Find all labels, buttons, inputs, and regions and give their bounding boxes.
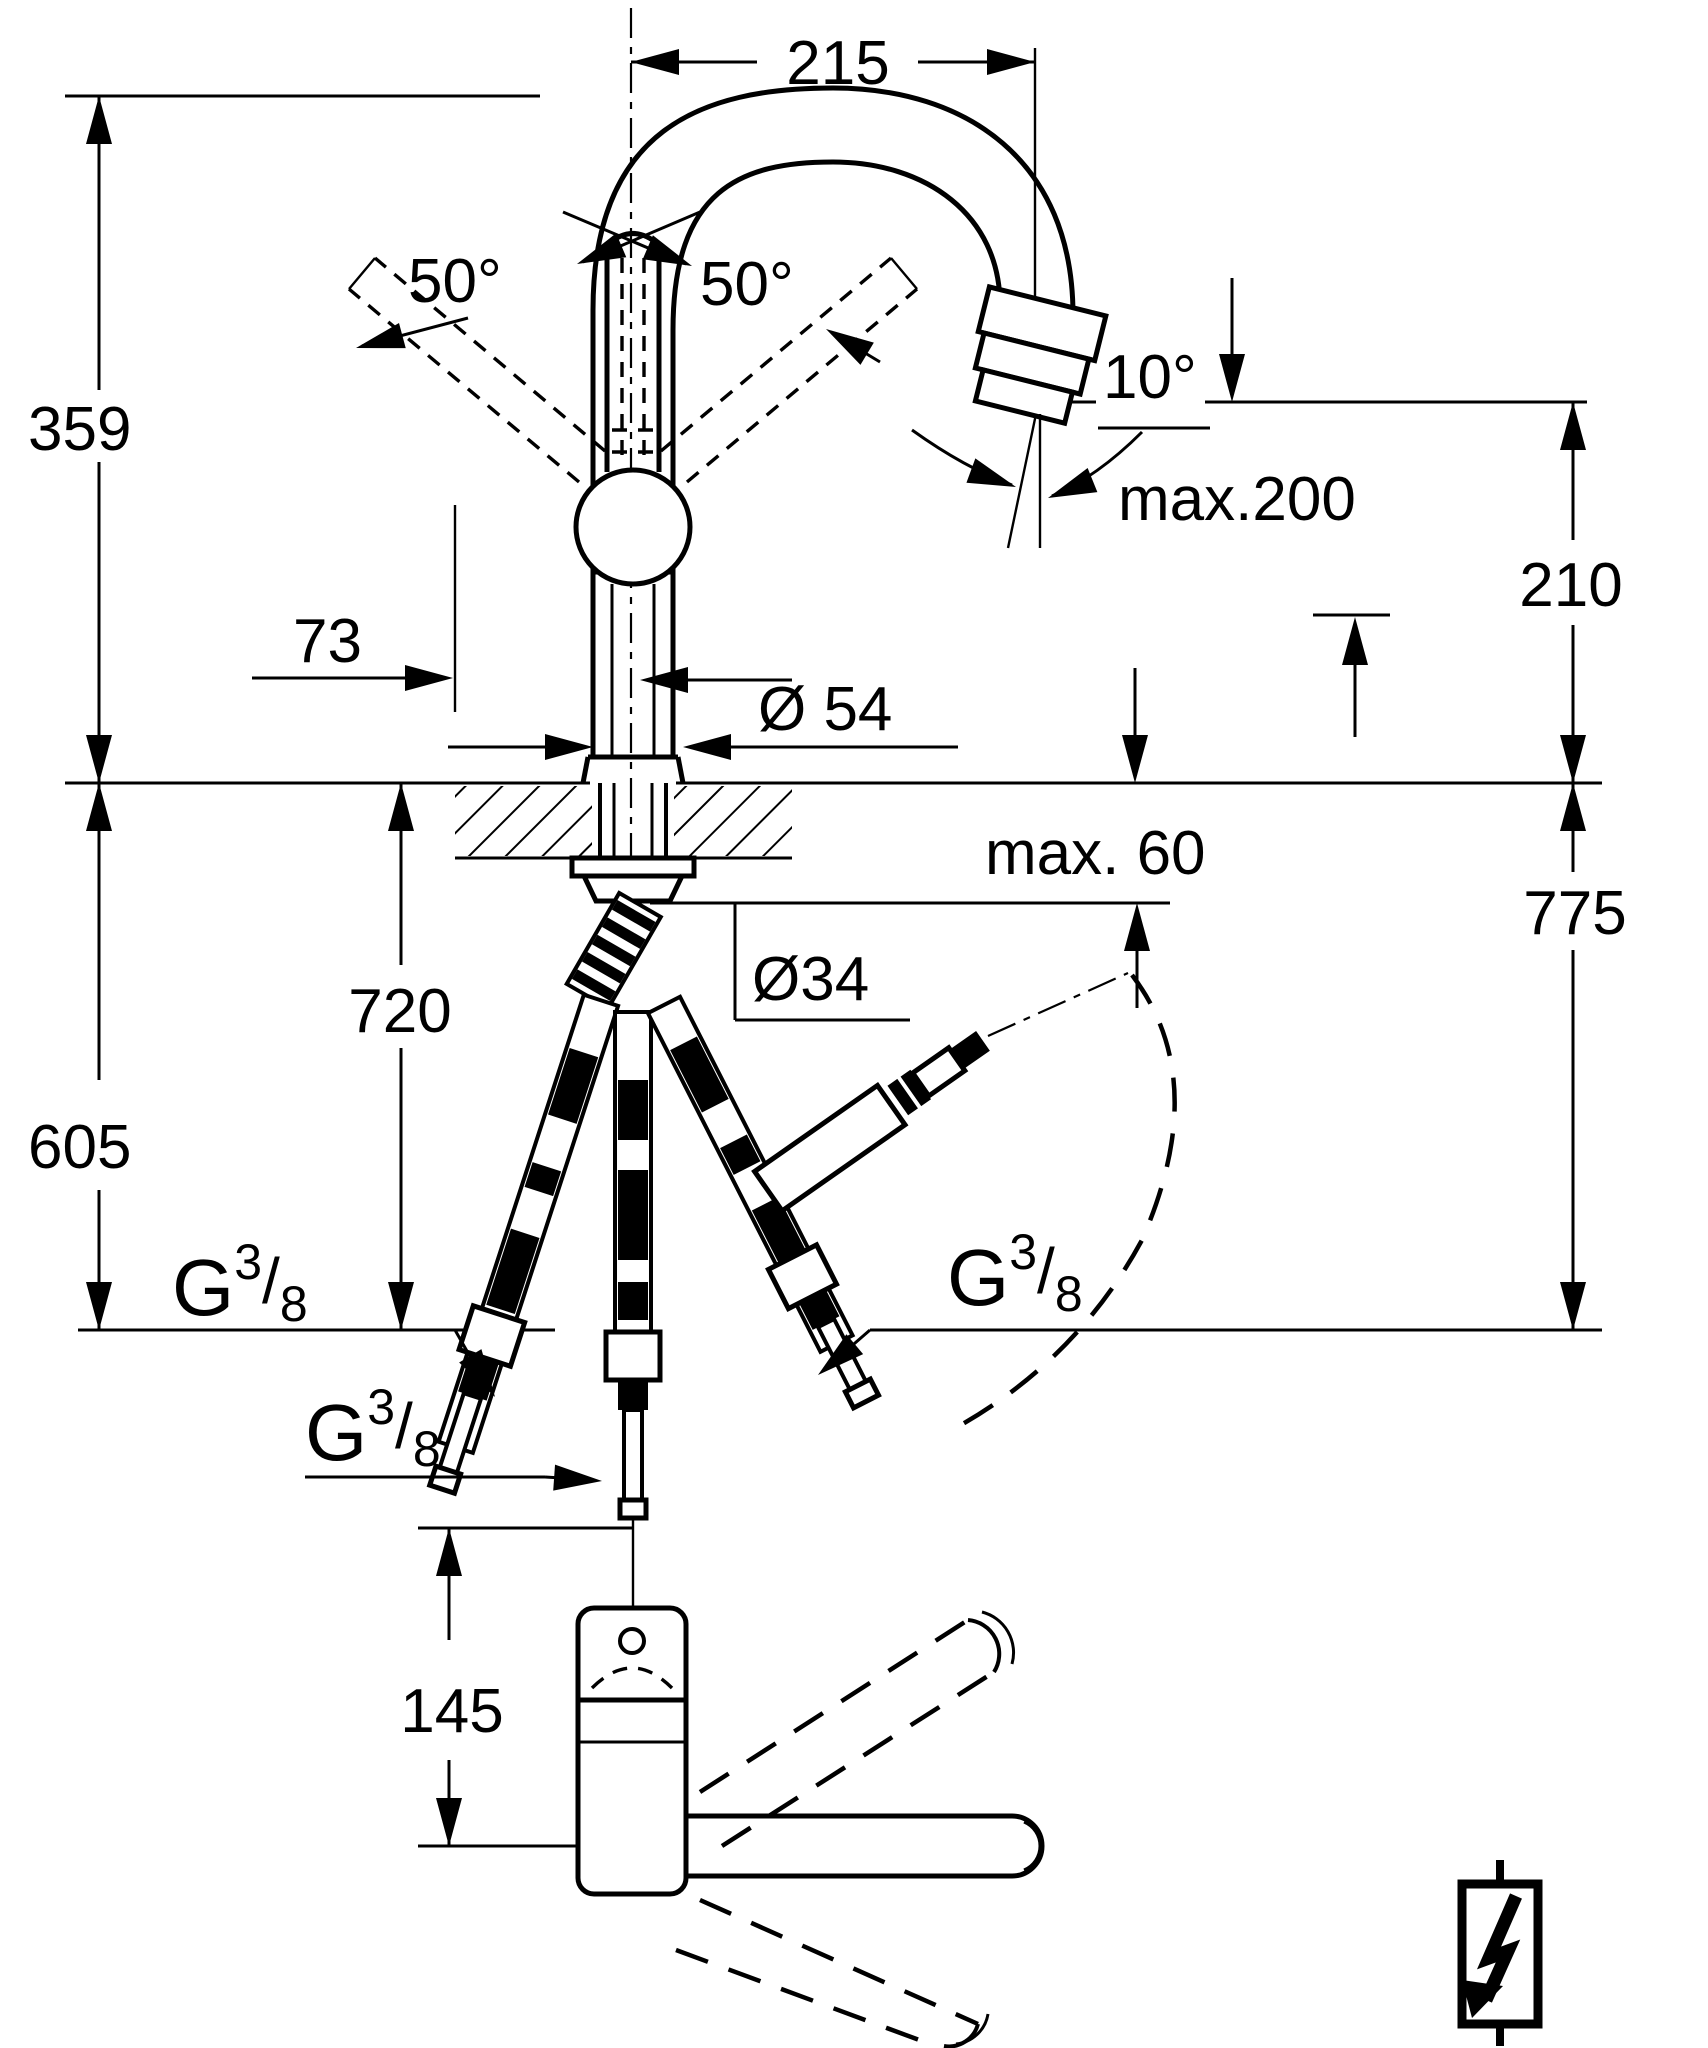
plan-spout-swivel-positions [675,1610,1016,2048]
hose-center [603,1010,663,1606]
thread-numerator: 3 [234,1234,262,1290]
thread-base: G [305,1388,367,1477]
dimension-359-605: 359 605 [28,96,131,1330]
dimension-73: 73 [252,505,792,712]
dim-swivel-left-label: 50° [408,247,502,316]
dimension-720: 720 [348,783,452,1330]
dim-height-359-label: 359 [28,395,131,464]
thread-denominator: 8 [413,1421,441,1477]
dim-max60-label: max. 60 [985,819,1206,888]
thread-slash: / [262,1245,280,1317]
valve-axis-line [987,971,1129,1038]
faucet-main-view [347,85,1109,784]
spout-pin [618,1627,646,1655]
dimension-50deg: 50° 50° [352,210,881,365]
dimension-max60: max. 60 [650,668,1206,1008]
counter-hatch-right [674,786,792,856]
thread-labels: G3/8 G3/8 G3/8 [172,1224,1083,1494]
thread-base: G [947,1233,1009,1322]
dim-depth-775-label: 775 [1523,879,1626,948]
supply-hoses [426,971,1177,1606]
hose-alternate-position [950,973,1177,1432]
electrical-hazard-icon [1457,1860,1543,2046]
dim-angle-10-label: 10° [1103,343,1197,412]
dim-max200-label: max.200 [1118,465,1356,534]
thread-label-right: G3/8 [947,1224,1083,1322]
mounting-washer [569,855,697,879]
lever-handle [604,231,662,472]
lever-swivel-positions [347,256,919,484]
thread-numerator: 3 [1009,1224,1037,1280]
aerator [972,283,1109,427]
thread-slash: / [395,1390,413,1462]
thread-slash: / [1037,1235,1055,1307]
dim-hole-34-label: Ø34 [752,945,869,1014]
plan-faucet-body [575,1605,1045,1897]
dimension-145: 145 [400,1528,504,1846]
counter-section [455,783,792,1011]
thread-denominator: 8 [280,1276,308,1332]
thread-label-left: G3/8 [172,1234,308,1332]
dimension-max200: max.200 [1118,278,1390,737]
counter-hatch-left [455,786,592,856]
thread-base: G [172,1243,234,1332]
dim-depth-605-label: 605 [28,1113,131,1182]
mounting-nut [580,873,686,904]
dimension-775-210: 210 775 [1519,402,1627,1330]
dim-offset-73-label: 73 [293,607,362,676]
dim-hose-720-label: 720 [348,977,451,1046]
dim-swivel-right-label: 50° [700,250,794,319]
dimension-54: Ø 54 [448,675,958,760]
dim-plan-145-label: 145 [400,1677,503,1746]
faucet-body [573,467,693,784]
thread-denominator: 8 [1055,1266,1083,1322]
ball-joint [573,467,693,587]
stream-angled-line [1006,413,1038,549]
spout [590,85,1109,570]
lightning-bolt-arrowhead [1462,1980,1503,2018]
hose-left [426,992,621,1497]
dimension-10deg: 10° [911,343,1210,511]
thread-label-bottom: G3/8 [305,1379,441,1477]
hose-right [645,994,882,1412]
thread-numerator: 3 [367,1379,395,1435]
plan-view: 145 [400,1526,1045,2048]
dim-height-210-label: 210 [1519,551,1622,620]
check-valve-branch [751,1031,990,1215]
dimension-hole-34: Ø34 [733,903,910,1022]
dim-diameter-54-label: Ø 54 [758,675,892,744]
flex-coil [563,890,664,1011]
